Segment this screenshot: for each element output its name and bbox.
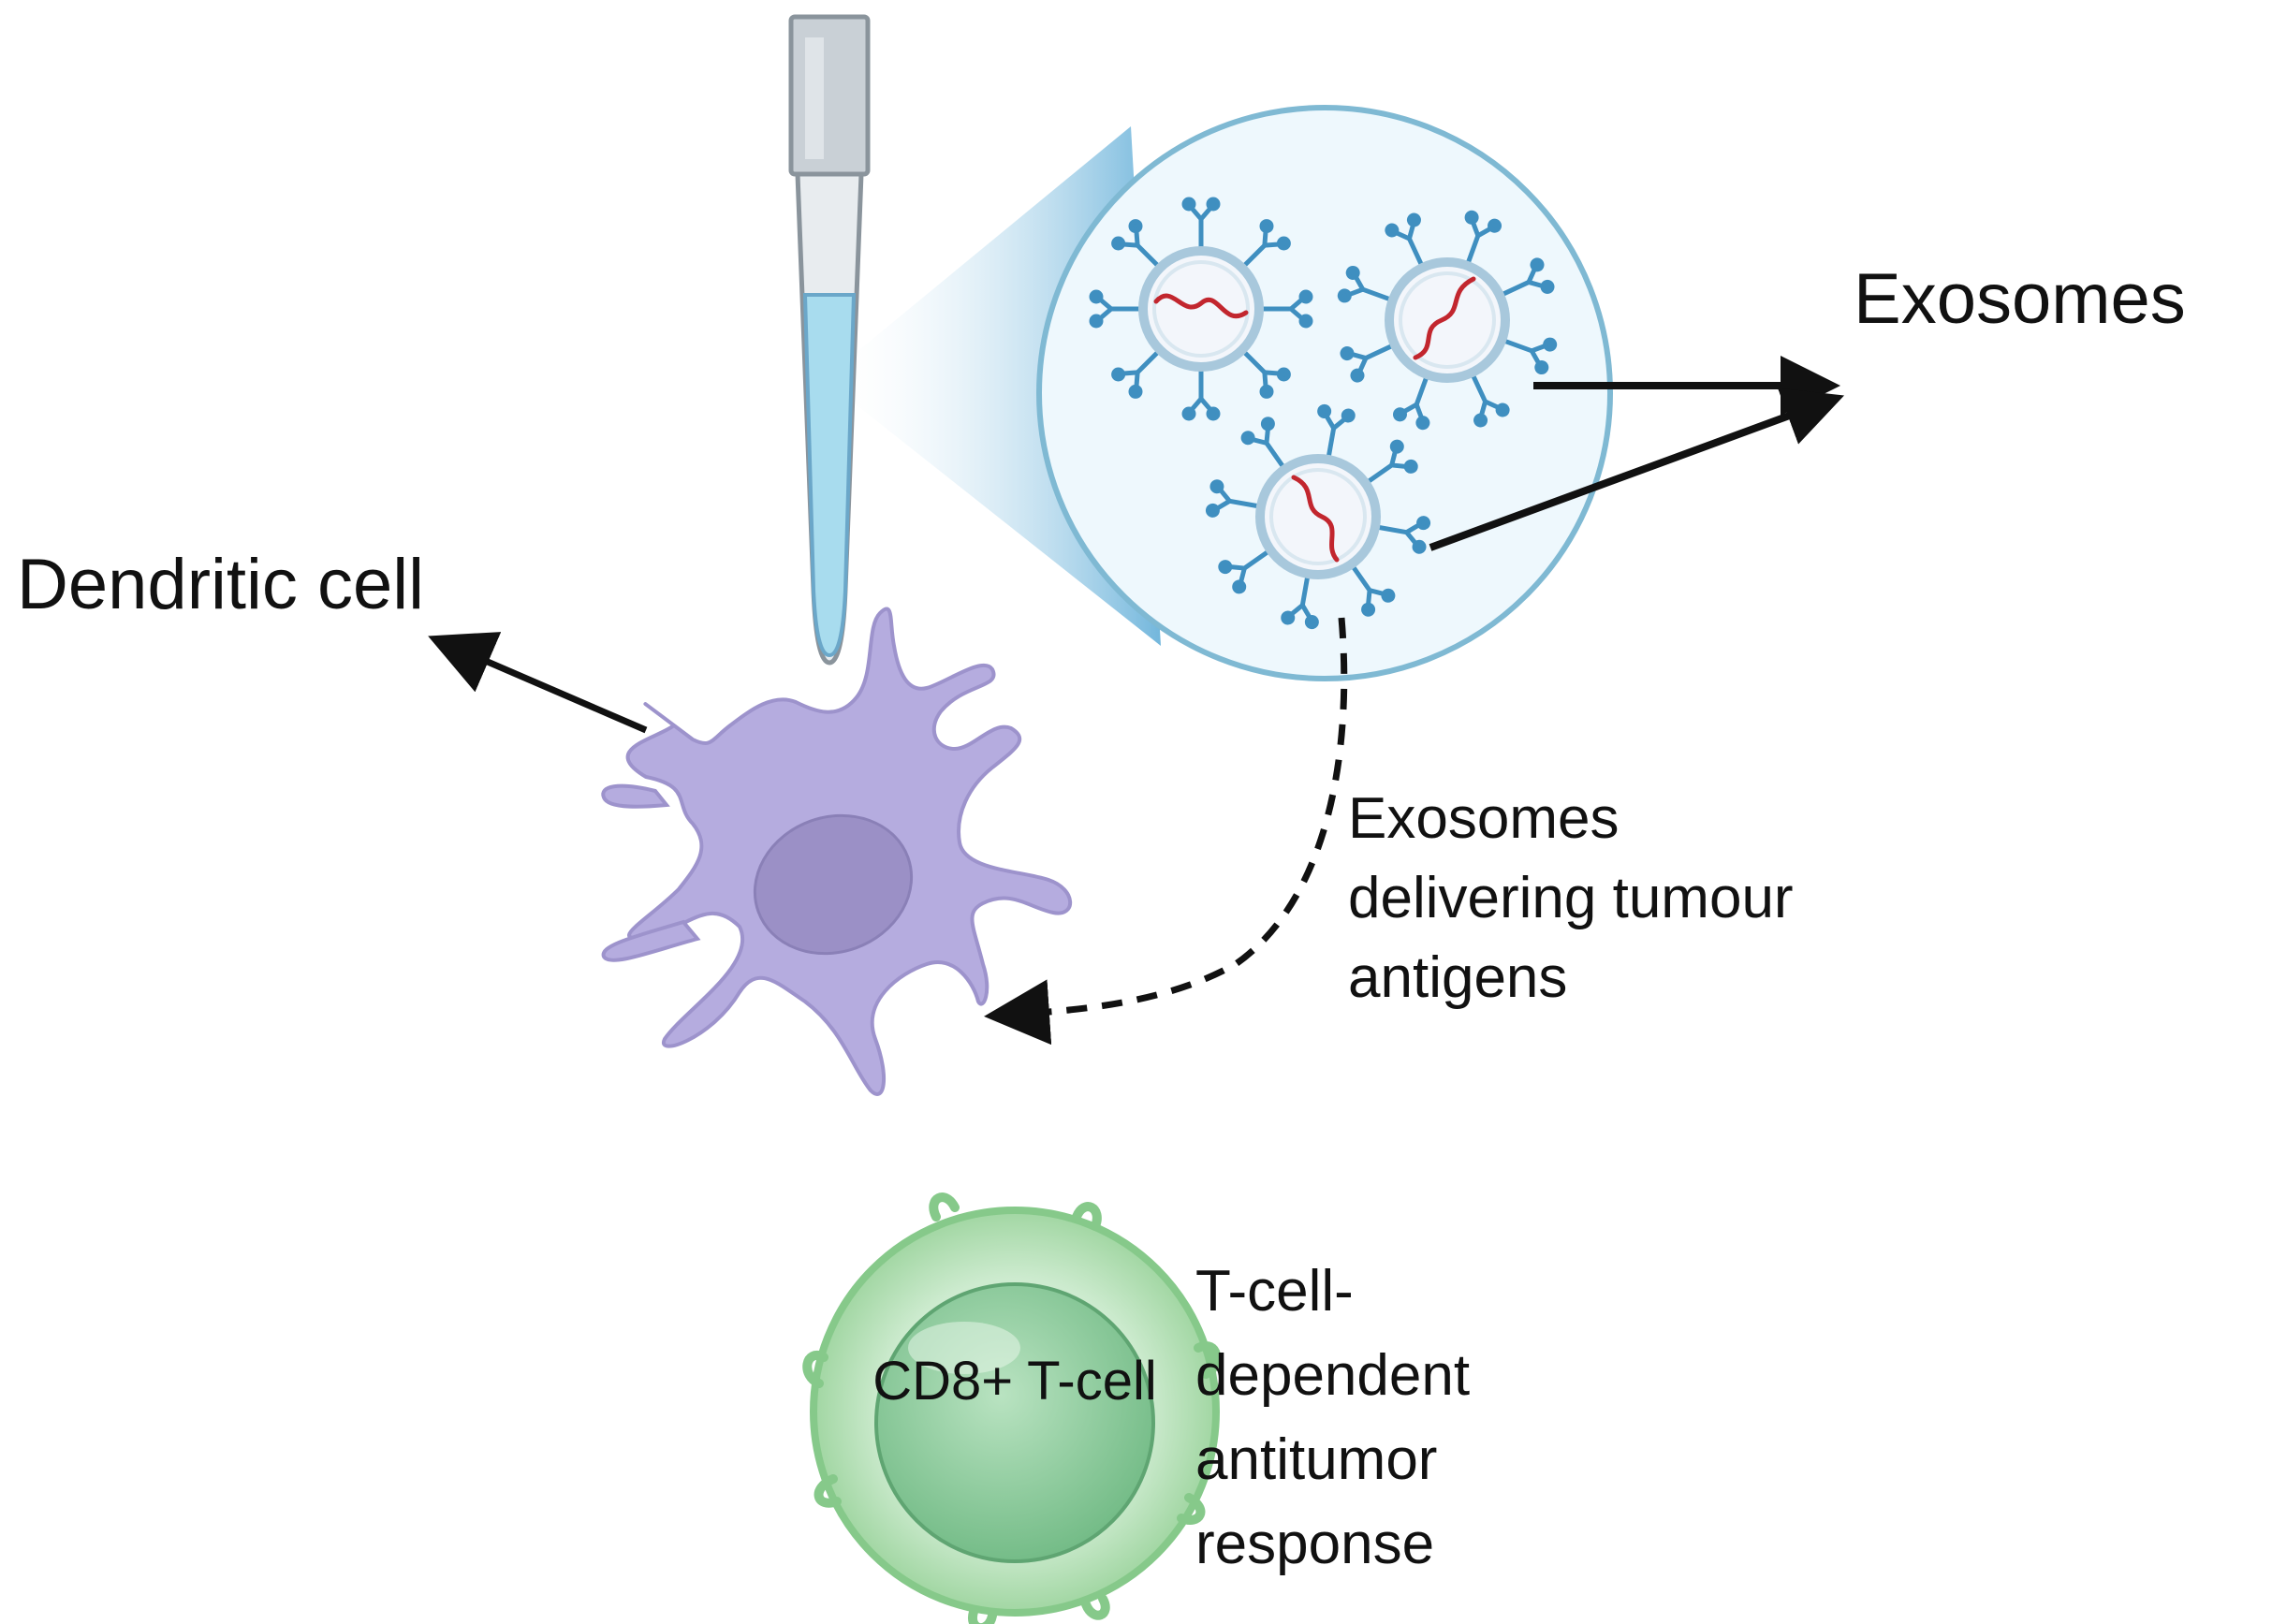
label-delivery-line-1: Exosomes [1348,786,1619,851]
label-delivery-line-3: antigens [1348,945,1567,1010]
pipette-icon [788,14,871,666]
label-response-line-3: antitumor [1195,1427,1437,1492]
magnifier-circle [1036,105,1613,681]
label-response-line-4: response [1195,1512,1434,1576]
arrow-exosome-3 [1429,388,1845,551]
arrow-dendritic-cell [428,632,648,734]
label-exosomes: Exosomes [1854,259,2186,339]
label-response-line-2: dependent [1195,1343,1470,1408]
t-cell-icon [802,1192,1222,1624]
exosome-icon [1208,406,1429,628]
label-response-line-1: T-cell- [1195,1259,1354,1324]
t-cell-nucleus [874,1282,1155,1563]
exosome-icon [1092,199,1311,418]
exosome-icon [1339,212,1556,429]
label-dendritic-cell: Dendritic cell [17,545,424,624]
label-delivery-line-2: delivering tumour [1348,866,1794,930]
arrow-delivery [984,617,1348,1046]
dendritic-cell-icon [601,607,1073,1096]
label-cd8-t-cell: CD8+ T-cell [872,1351,1157,1412]
dendritic-cell-nucleus [753,813,914,956]
